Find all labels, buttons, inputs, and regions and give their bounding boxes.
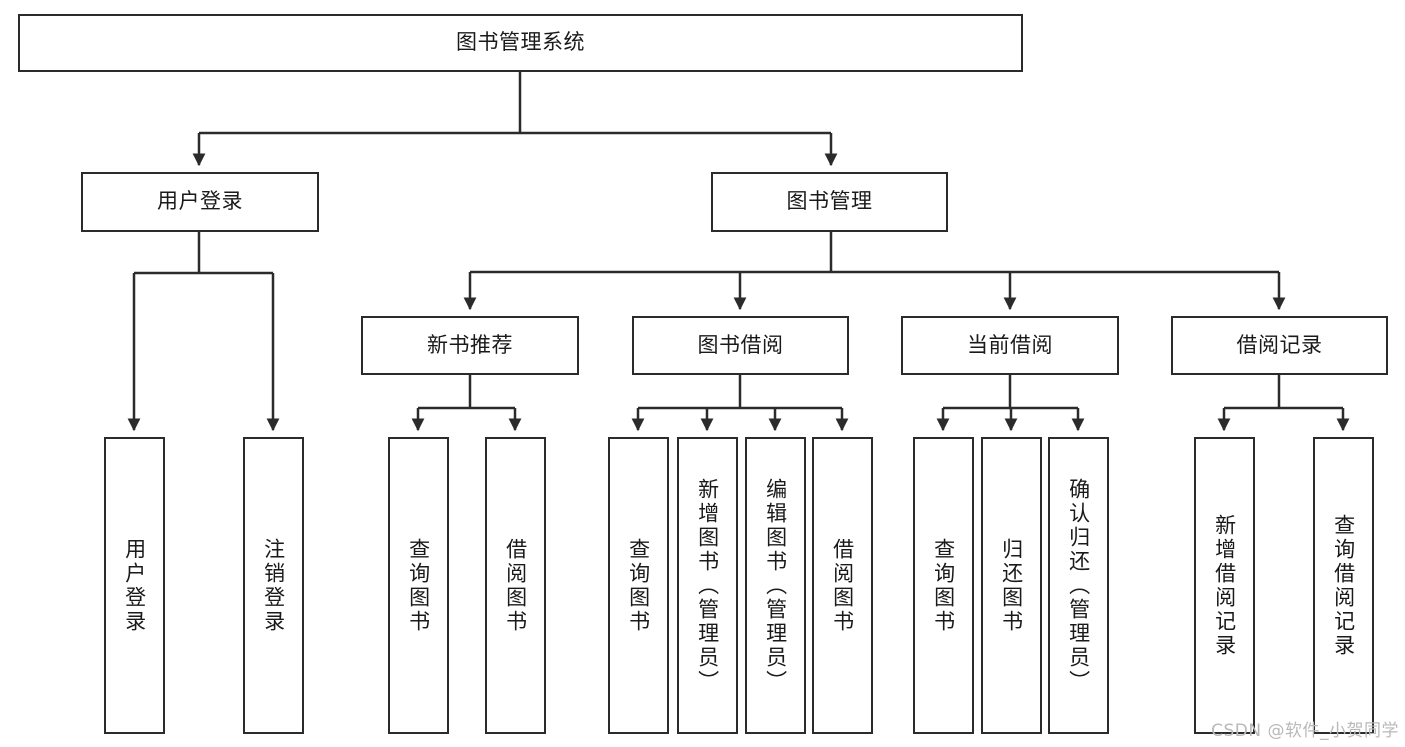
node-label: 查询图书 <box>626 537 651 634</box>
node-book-borrow[interactable]: 图书借阅 <box>632 316 849 375</box>
node-label: 当前借阅 <box>967 332 1053 357</box>
node-label: 确认归还（管理员） <box>1066 477 1091 694</box>
node-leaf-user-login[interactable]: 用户登录 <box>104 437 165 734</box>
node-label: 用户登录 <box>122 537 147 634</box>
node-label: 查询图书 <box>406 537 431 634</box>
node-leaf-query-record[interactable]: 查询借阅记录 <box>1313 437 1374 734</box>
node-leaf-return-book[interactable]: 归还图书 <box>981 437 1042 734</box>
node-leaf-edit-book[interactable]: 编辑图书（管理员） <box>745 437 806 734</box>
node-leaf-borrow-book-2[interactable]: 借阅图书 <box>812 437 873 734</box>
node-label: 新增借阅记录 <box>1212 513 1237 658</box>
node-leaf-logout[interactable]: 注销登录 <box>243 437 304 734</box>
node-label: 注销登录 <box>261 537 286 634</box>
node-leaf-confirm-return[interactable]: 确认归还（管理员） <box>1048 437 1109 734</box>
node-label: 借阅图书 <box>830 537 855 634</box>
node-label: 借阅记录 <box>1236 332 1323 357</box>
node-leaf-query-book-1[interactable]: 查询图书 <box>388 437 449 734</box>
node-leaf-query-book-3[interactable]: 查询图书 <box>913 437 974 734</box>
node-label: 新增图书（管理员） <box>695 477 720 694</box>
node-label: 图书借阅 <box>697 332 784 357</box>
node-label: 图书管理 <box>786 189 873 214</box>
node-user-login[interactable]: 用户登录 <box>81 172 319 232</box>
node-label: 新书推荐 <box>427 332 513 357</box>
node-borrow-record[interactable]: 借阅记录 <box>1171 316 1388 375</box>
node-label: 用户登录 <box>157 189 243 214</box>
node-label: 编辑图书（管理员） <box>763 477 788 694</box>
node-leaf-add-book[interactable]: 新增图书（管理员） <box>677 437 738 734</box>
node-leaf-borrow-book-1[interactable]: 借阅图书 <box>485 437 546 734</box>
node-label: 查询图书 <box>931 537 956 634</box>
node-label: 归还图书 <box>999 537 1024 634</box>
node-leaf-add-record[interactable]: 新增借阅记录 <box>1194 437 1255 734</box>
node-leaf-query-book-2[interactable]: 查询图书 <box>608 437 669 734</box>
node-label: 借阅图书 <box>503 537 528 634</box>
node-current-borrow[interactable]: 当前借阅 <box>901 316 1119 375</box>
node-label: 查询借阅记录 <box>1331 513 1356 658</box>
node-root-system[interactable]: 图书管理系统 <box>18 14 1023 72</box>
node-label: 图书管理系统 <box>456 30 585 55</box>
node-new-book-rec[interactable]: 新书推荐 <box>361 316 579 375</box>
node-book-manage[interactable]: 图书管理 <box>711 172 948 232</box>
